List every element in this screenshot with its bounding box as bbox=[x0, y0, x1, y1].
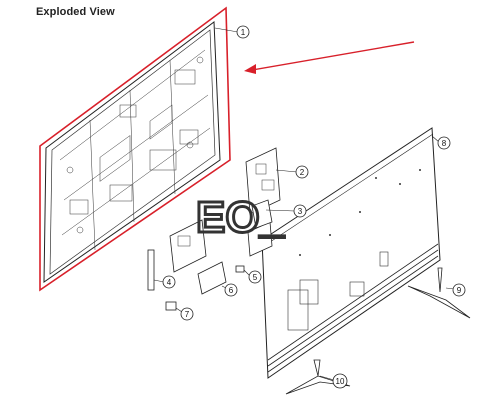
callout-6: 6 bbox=[221, 283, 238, 297]
callout-label-6: 6 bbox=[229, 286, 234, 295]
module-part-3 bbox=[247, 199, 273, 257]
callout-label-5: 5 bbox=[253, 273, 258, 282]
callout-7: 7 bbox=[175, 307, 194, 321]
callout-label-9: 9 bbox=[457, 286, 462, 295]
diagram-title: Exploded View bbox=[36, 6, 115, 18]
watermark-text: EO_ bbox=[196, 193, 285, 242]
clip-part-5 bbox=[235, 265, 245, 273]
highlight-arrow bbox=[244, 41, 415, 74]
rear-cover-part bbox=[261, 127, 441, 379]
board-part-4 bbox=[147, 219, 207, 291]
callout-label-1: 1 bbox=[241, 28, 246, 37]
callout-label-10: 10 bbox=[336, 377, 345, 386]
callout-2: 2 bbox=[275, 165, 309, 179]
display-panel-part bbox=[39, 6, 231, 292]
button-part-7 bbox=[165, 301, 177, 311]
callout-8: 8 bbox=[431, 135, 451, 150]
callout-label-2: 2 bbox=[300, 168, 305, 177]
main-board-part-2 bbox=[245, 147, 281, 215]
bracket-part-6 bbox=[197, 261, 227, 295]
callout-10: 10 bbox=[319, 373, 348, 389]
callout-9: 9 bbox=[445, 283, 466, 297]
callout-label-7: 7 bbox=[185, 310, 190, 319]
callout-5: 5 bbox=[243, 269, 262, 284]
callout-label-8: 8 bbox=[442, 139, 447, 148]
callout-1: 1 bbox=[214, 25, 250, 39]
callout-4: 4 bbox=[153, 275, 176, 289]
callout-3: 3 bbox=[265, 204, 307, 218]
callout-label-4: 4 bbox=[167, 278, 172, 287]
callout-label-3: 3 bbox=[298, 207, 303, 216]
stand-part-9 bbox=[407, 267, 471, 319]
stand-part-10 bbox=[285, 359, 351, 395]
